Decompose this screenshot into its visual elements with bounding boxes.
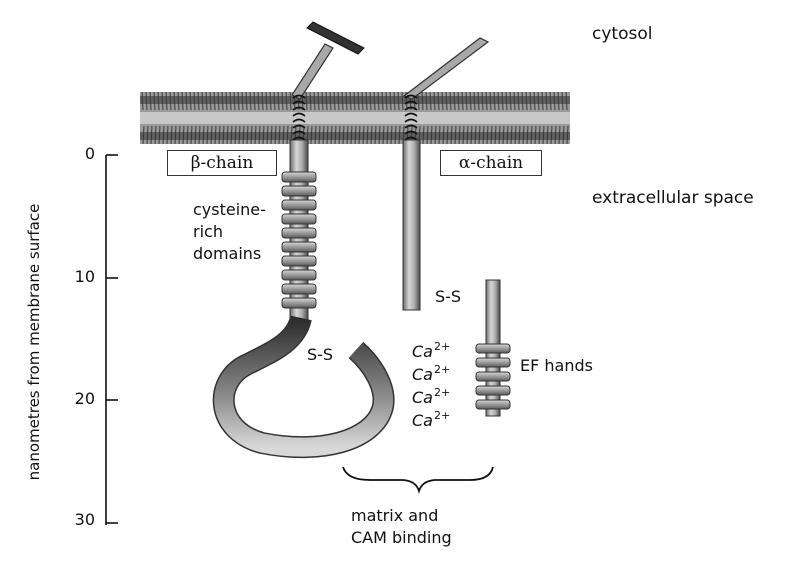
cytosol-label: cytosol <box>592 24 652 44</box>
axis-tick-0: 0 <box>55 144 95 163</box>
cysteine-label-line1: cysteine- <box>193 200 266 219</box>
calcium-ion-1: Ca2+ <box>412 340 450 361</box>
binding-region-brace <box>343 467 493 491</box>
matrix-binding-label-line2: CAM binding <box>351 528 452 547</box>
axis-tick-10: 10 <box>55 267 95 286</box>
alpha-chain-stalk <box>403 140 420 310</box>
extracellular-space-label: extracellular space <box>592 188 754 208</box>
axis-tick-20: 20 <box>55 389 95 408</box>
axis-tick-30: 30 <box>55 510 95 529</box>
beta-chain-label: β-chain <box>167 150 277 176</box>
disulfide-bond-alpha-label: S-S <box>435 287 461 306</box>
disulfide-bond-beta-label: S-S <box>307 345 333 364</box>
alpha-chain-label: α-chain <box>440 150 542 176</box>
ef-hands-label: EF hands <box>520 356 593 375</box>
calcium-ion-3: Ca2+ <box>412 386 450 407</box>
calcium-ion-2: Ca2+ <box>412 363 450 384</box>
cysteine-label-line3: domains <box>193 244 261 263</box>
beta-chain-cytoplasmic-tail <box>292 22 364 99</box>
calcium-ion-4: Ca2+ <box>412 409 450 430</box>
beta-chain-loop <box>224 318 384 447</box>
axis-title: nanometres from membrane surface <box>25 132 45 552</box>
cysteine-label-line2: rich <box>193 222 223 241</box>
alpha-chain-cytoplasmic-tail <box>404 38 488 99</box>
matrix-binding-label-line1: matrix and <box>351 506 438 525</box>
cell-membrane <box>140 92 570 144</box>
scale-axis <box>106 155 118 525</box>
